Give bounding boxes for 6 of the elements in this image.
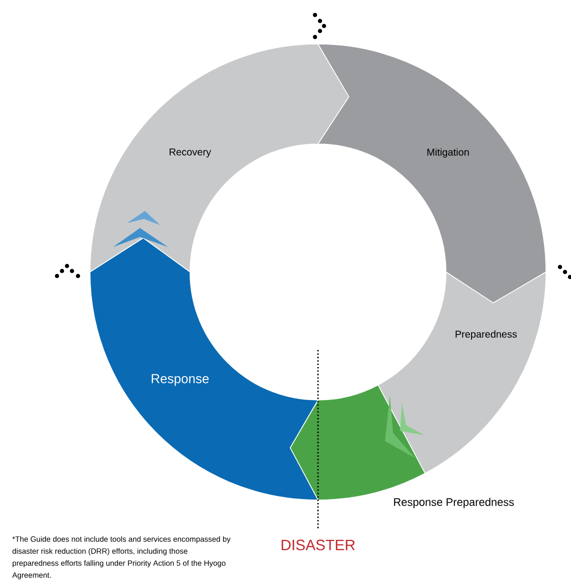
ring-segment: Recovery <box>90 44 350 272</box>
ring-segment: Preparedness <box>378 272 546 474</box>
disaster-label: DISASTER <box>282 540 355 550</box>
node-label: Response Preparedness <box>394 498 514 508</box>
ring-segment: Mitigation <box>318 44 546 304</box>
ring-segment: Response <box>90 238 318 500</box>
